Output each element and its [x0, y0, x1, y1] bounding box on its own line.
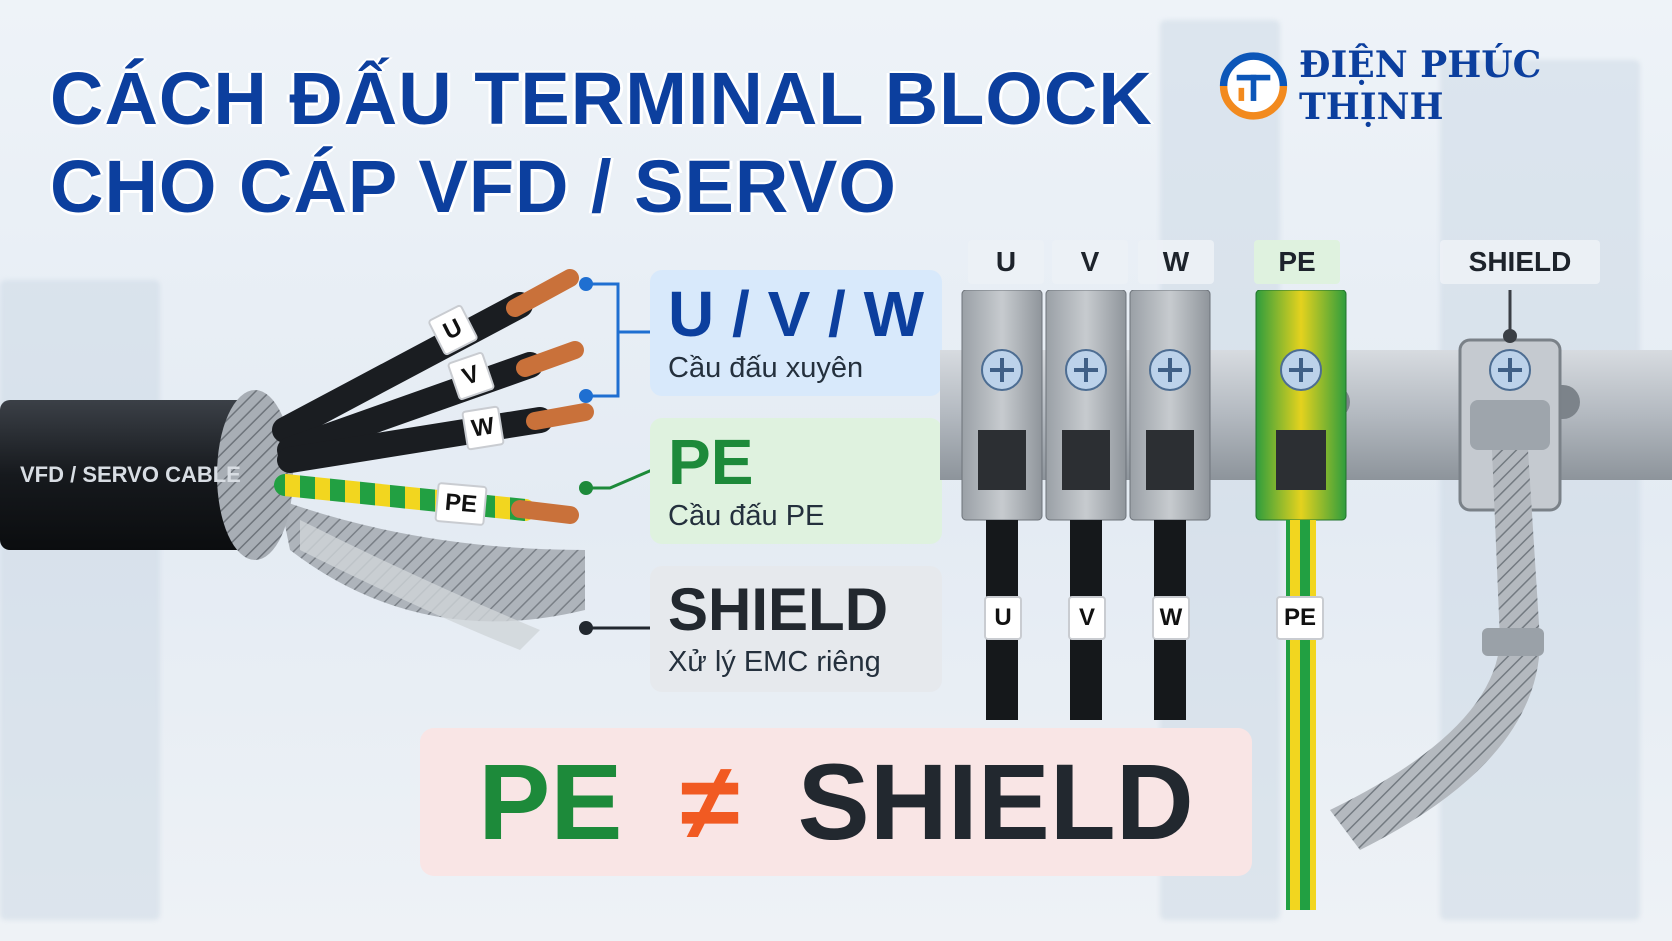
wire-tag-w: W	[461, 405, 505, 451]
cable-jacket-label: VFD / SERVO CABLE	[20, 462, 241, 487]
pe-card: PE Cầu đấu PE	[650, 418, 942, 544]
brand-logo: ĐIỆN PHÚC THỊNH	[1218, 44, 1672, 128]
block-label-v: V	[1052, 240, 1128, 284]
bottom-wire-tag-w: W	[1152, 596, 1190, 640]
block-label-u: U	[968, 240, 1044, 284]
brand-name: ĐIỆN PHÚC THỊNH	[1298, 44, 1542, 128]
not-equal-icon: ≠	[680, 741, 740, 862]
uvw-card-title: U / V / W	[668, 278, 924, 350]
logo-icon	[1219, 52, 1288, 120]
bottom-wire-tag-v: V	[1068, 596, 1106, 640]
block-label-pe: PE	[1254, 240, 1340, 284]
bottom-wire-tag-u: U	[984, 596, 1022, 640]
banner-shield-text: SHIELD	[797, 741, 1194, 862]
pe-card-subtitle: Cầu đấu PE	[668, 500, 825, 532]
cable-illustration	[0, 269, 594, 650]
bottom-wire-tag-pe: PE	[1276, 596, 1324, 640]
block-label-w: W	[1138, 240, 1214, 284]
pe-card-title: PE	[668, 426, 754, 498]
wire-tag-pe: PE	[434, 481, 488, 527]
page-title-line-2: CHO CÁP VFD / SERVO	[50, 145, 897, 228]
page-title-line-1: CÁCH ĐẤU TERMINAL BLOCK	[50, 57, 1153, 140]
uvw-card-subtitle: Cầu đấu xuyên	[668, 352, 864, 384]
block-label-shield: SHIELD	[1440, 240, 1600, 284]
shield-card-title: SHIELD	[668, 576, 889, 643]
pe-not-equal-shield-banner: PE ≠ SHIELD	[420, 728, 1252, 876]
background-panel	[0, 280, 160, 920]
terminal-block-assembly	[940, 290, 1672, 910]
shield-card-subtitle: Xử lý EMC riêng	[668, 646, 881, 678]
uvw-card: U / V / W Cầu đấu xuyên	[650, 270, 942, 396]
shield-card: SHIELD Xử lý EMC riêng	[650, 566, 942, 692]
callout-lines	[579, 277, 653, 635]
banner-pe-text: PE	[478, 741, 623, 862]
